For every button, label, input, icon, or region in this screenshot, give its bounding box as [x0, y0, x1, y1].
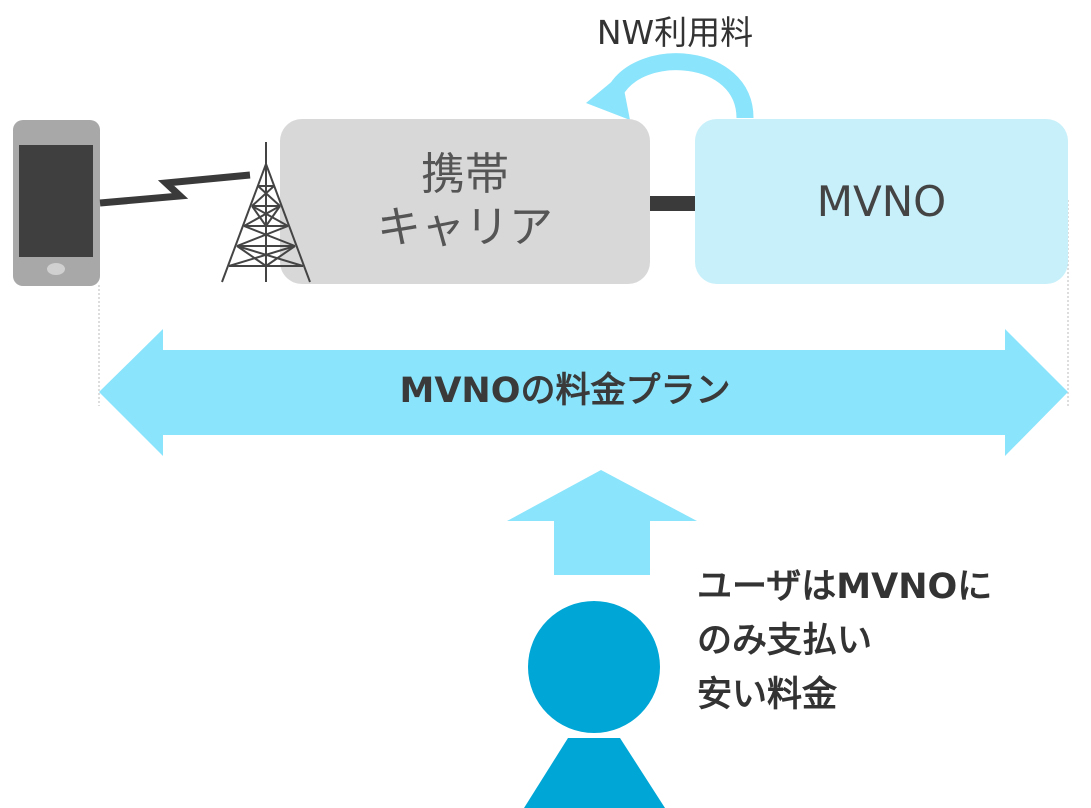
mvno-box: MVNO	[695, 119, 1068, 284]
carrier-label-line1: 携帯	[421, 148, 509, 200]
mvno-label: MVNO	[816, 177, 947, 226]
user-text-line1: ユーザはMVNOに	[697, 567, 993, 607]
carrier-label-line2: キャリア	[377, 201, 553, 253]
plan-label: MVNOの料金プラン	[399, 371, 731, 411]
carrier-mvno-connector	[650, 196, 696, 211]
antenna-tower-icon	[221, 142, 311, 283]
user-text-line3: 安い料金	[697, 675, 838, 715]
user-payment-text: ユーザはMVNOに のみ支払い 安い料金	[697, 560, 992, 722]
user-text-line2: のみ支払い	[697, 621, 873, 661]
nw-fee-arrow	[607, 53, 754, 119]
nw-fee-arrowhead	[586, 74, 630, 120]
nw-fee-label: NW利用料	[596, 13, 754, 52]
carrier-box: 携帯 キャリア	[280, 119, 650, 284]
wireless-signal-line	[99, 171, 251, 207]
smartphone-icon	[13, 120, 100, 286]
user-person-icon	[524, 601, 665, 808]
plan-double-arrow	[99, 329, 1068, 456]
up-arrow	[507, 470, 697, 575]
